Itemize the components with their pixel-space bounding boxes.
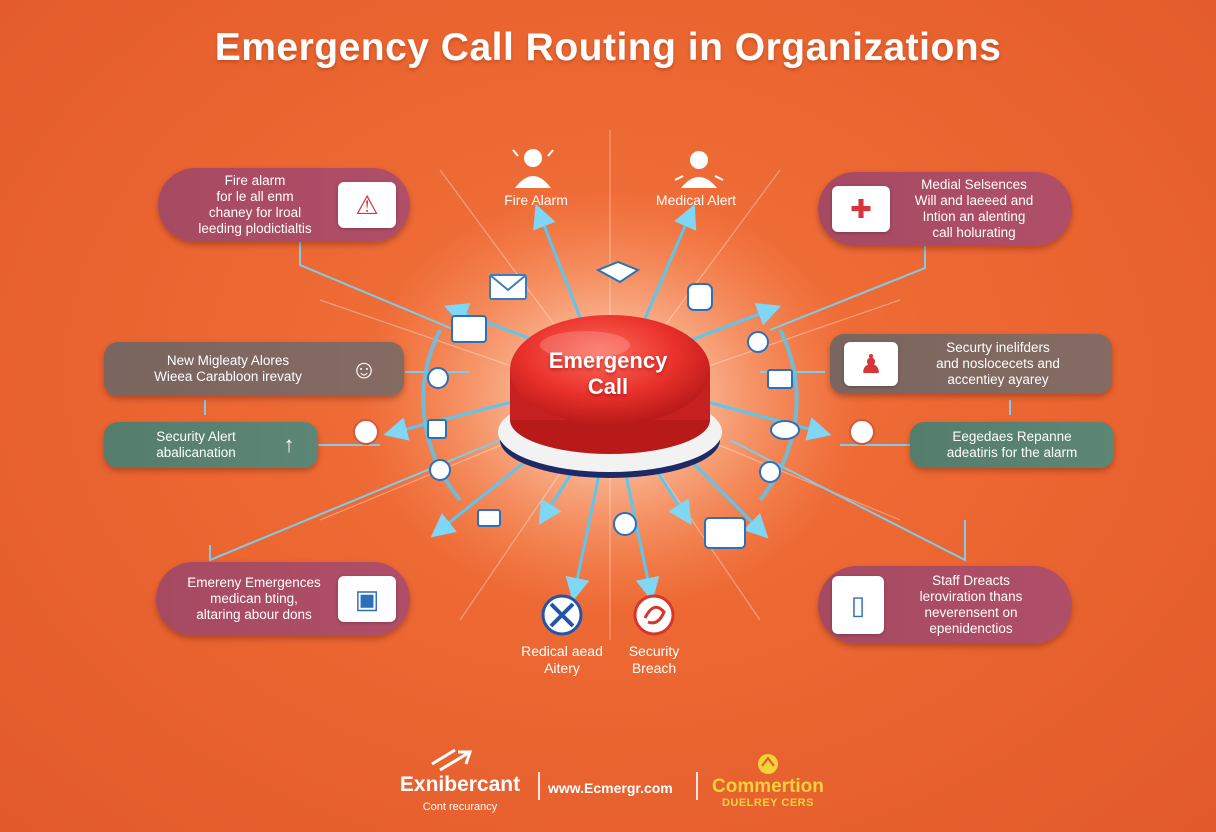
card-line: Will and laeeed and bbox=[914, 193, 1034, 208]
node-box-left bbox=[427, 419, 447, 439]
card-line: leroviration thans bbox=[919, 589, 1023, 604]
card-new-alerts[interactable]: New Migleaty Alores Wieea Carabloon irev… bbox=[104, 342, 404, 396]
card-security-incidents[interactable]: ♟ Securty inelifders and noslocecets and… bbox=[830, 334, 1112, 394]
node-phone-left bbox=[429, 459, 451, 481]
node-card-right bbox=[767, 369, 793, 389]
card-response[interactable]: Eegedaes Repanne adeatiris for the alarm bbox=[910, 422, 1114, 468]
computer-icon: ▣ bbox=[338, 576, 396, 622]
footer-url[interactable]: www.Ecmergr.com bbox=[548, 780, 673, 796]
card-medical-services-text: Medial Selsences Will and laeeed and Int… bbox=[890, 177, 1058, 241]
card-line: epenidenctios bbox=[929, 621, 1013, 636]
footer-brand-left-sub: Cont recurancy bbox=[422, 801, 498, 813]
card-line: Wieea Carabloon irevaty bbox=[154, 369, 302, 384]
card-line: leeding plodictialtis bbox=[198, 221, 312, 236]
card-response-text: Eegedaes Repanne adeatiris for the alarm bbox=[924, 429, 1100, 461]
card-line: Security Alert bbox=[156, 429, 236, 444]
footer-logo-arrow-icon bbox=[431, 748, 473, 772]
card-line: New Migleaty Alores bbox=[166, 353, 290, 368]
mobile-phone-icon: ▯ bbox=[832, 576, 884, 634]
node-person-left bbox=[427, 367, 449, 389]
footer-logo-right-icon bbox=[758, 754, 778, 774]
emergency-call-label-line1: Emergency bbox=[548, 348, 668, 373]
card-fire-alarm[interactable]: Fire alarm for le all enm chaney for lro… bbox=[158, 168, 410, 242]
footer-brand-right-name: Commertion bbox=[712, 776, 824, 797]
card-security-alert-text: Security Alert abalicanation bbox=[118, 429, 274, 461]
card-line: and noslocecets and bbox=[936, 356, 1060, 371]
node-icons bbox=[353, 260, 875, 549]
card-staff-text: Staff Dreacts leroviration thans neveren… bbox=[884, 573, 1058, 637]
card-line: Medial Selsences bbox=[921, 177, 1027, 192]
node-search-right bbox=[759, 461, 781, 483]
card-emergency-medical-text: Emereny Emergences medican bting, altari… bbox=[170, 575, 338, 623]
node-people-bottom bbox=[704, 517, 746, 549]
node-circle-right bbox=[747, 331, 769, 353]
footer-divider-left bbox=[538, 772, 540, 800]
bottom-label-security-line1: Security bbox=[628, 643, 680, 659]
bottom-label-medical-line1: Redical aead bbox=[521, 643, 603, 659]
node-person-far-left bbox=[353, 419, 379, 445]
card-line: call holurating bbox=[932, 225, 1016, 240]
shield-badge-icon bbox=[633, 594, 675, 636]
laptop-alert-icon: ⚠ bbox=[338, 182, 396, 228]
person-alert-icon bbox=[674, 151, 724, 188]
emergency-call-label-line2: Call bbox=[587, 374, 629, 399]
top-label-medical-alert: Medical Alert bbox=[655, 192, 737, 208]
emergency-call-label[interactable]: Emergency Call bbox=[508, 348, 708, 400]
cross-badge-icon bbox=[541, 594, 583, 636]
card-line: neverensent on bbox=[924, 605, 1018, 620]
card-line: Fire alarm bbox=[224, 173, 286, 188]
page-title: Emergency Call Routing in Organizations bbox=[214, 26, 1002, 69]
card-emergency-medical[interactable]: Emereny Emergences medican bting, altari… bbox=[156, 562, 410, 636]
responder-icon: ☺ bbox=[350, 354, 378, 384]
card-security-alert[interactable]: Security Alert abalicanation ↑ bbox=[104, 422, 318, 468]
security-officer-icon: ♟ bbox=[844, 342, 898, 386]
node-circle-bottom bbox=[613, 512, 637, 536]
bottom-label-medical-alert: Redical aead Aitery bbox=[502, 643, 622, 677]
card-line: Securty inelifders bbox=[946, 340, 1050, 355]
card-line: Intion an alenting bbox=[922, 209, 1026, 224]
card-line: accentiey ayarey bbox=[947, 372, 1049, 387]
node-hands-right bbox=[770, 420, 800, 440]
node-bird-top bbox=[595, 260, 641, 284]
emergency-call-button-graphic bbox=[498, 315, 722, 478]
bottom-label-medical-line2: Aitery bbox=[544, 660, 580, 676]
card-medical-services[interactable]: ✚ Medial Selsences Will and laeeed and I… bbox=[818, 172, 1072, 246]
node-mail-bottom bbox=[477, 509, 501, 527]
medical-record-icon: ✚ bbox=[832, 186, 890, 232]
signal-arrow-icon: ↑ bbox=[283, 432, 295, 457]
footer-brand-left-name: Exnibercant bbox=[399, 773, 521, 796]
footer-brand-right-sub: DUELREY CERS bbox=[721, 797, 814, 809]
person-alarm-icon bbox=[512, 149, 554, 188]
footer-brand-left: Exnibercant Cont recurancy bbox=[390, 774, 530, 824]
envelope-icon bbox=[489, 274, 527, 300]
top-label-fire-alarm: Fire Alarm bbox=[504, 192, 568, 208]
card-line: adeatiris for the alarm bbox=[946, 445, 1078, 460]
bottom-label-security-breach: Security Breach bbox=[594, 643, 714, 677]
footer-divider-right bbox=[696, 772, 698, 800]
card-line: chaney for lroal bbox=[208, 205, 302, 220]
card-staff[interactable]: ▯ Staff Dreacts leroviration thans never… bbox=[818, 566, 1072, 644]
card-line: altaring abour dons bbox=[196, 607, 312, 622]
node-device-top bbox=[687, 283, 713, 311]
card-line: abalicanation bbox=[156, 445, 236, 460]
card-line: Staff Dreacts bbox=[932, 573, 1010, 588]
bottom-label-security-line2: Breach bbox=[631, 660, 677, 676]
node-person-far-right bbox=[849, 419, 875, 445]
card-line: Emereny Emergences bbox=[187, 575, 321, 590]
card-line: Eegedaes Repanne bbox=[952, 429, 1072, 444]
footer-brand-right: Commertion DUELREY CERS bbox=[712, 776, 824, 828]
card-line: medican bting, bbox=[210, 591, 298, 606]
card-line: for le all enm bbox=[216, 189, 294, 204]
monitor-icon bbox=[451, 315, 487, 343]
card-new-alerts-text: New Migleaty Alores Wieea Carabloon irev… bbox=[118, 353, 338, 385]
card-fire-alarm-text: Fire alarm for le all enm chaney for lro… bbox=[172, 173, 338, 237]
card-security-incidents-text: Securty inelifders and noslocecets and a… bbox=[898, 340, 1098, 388]
